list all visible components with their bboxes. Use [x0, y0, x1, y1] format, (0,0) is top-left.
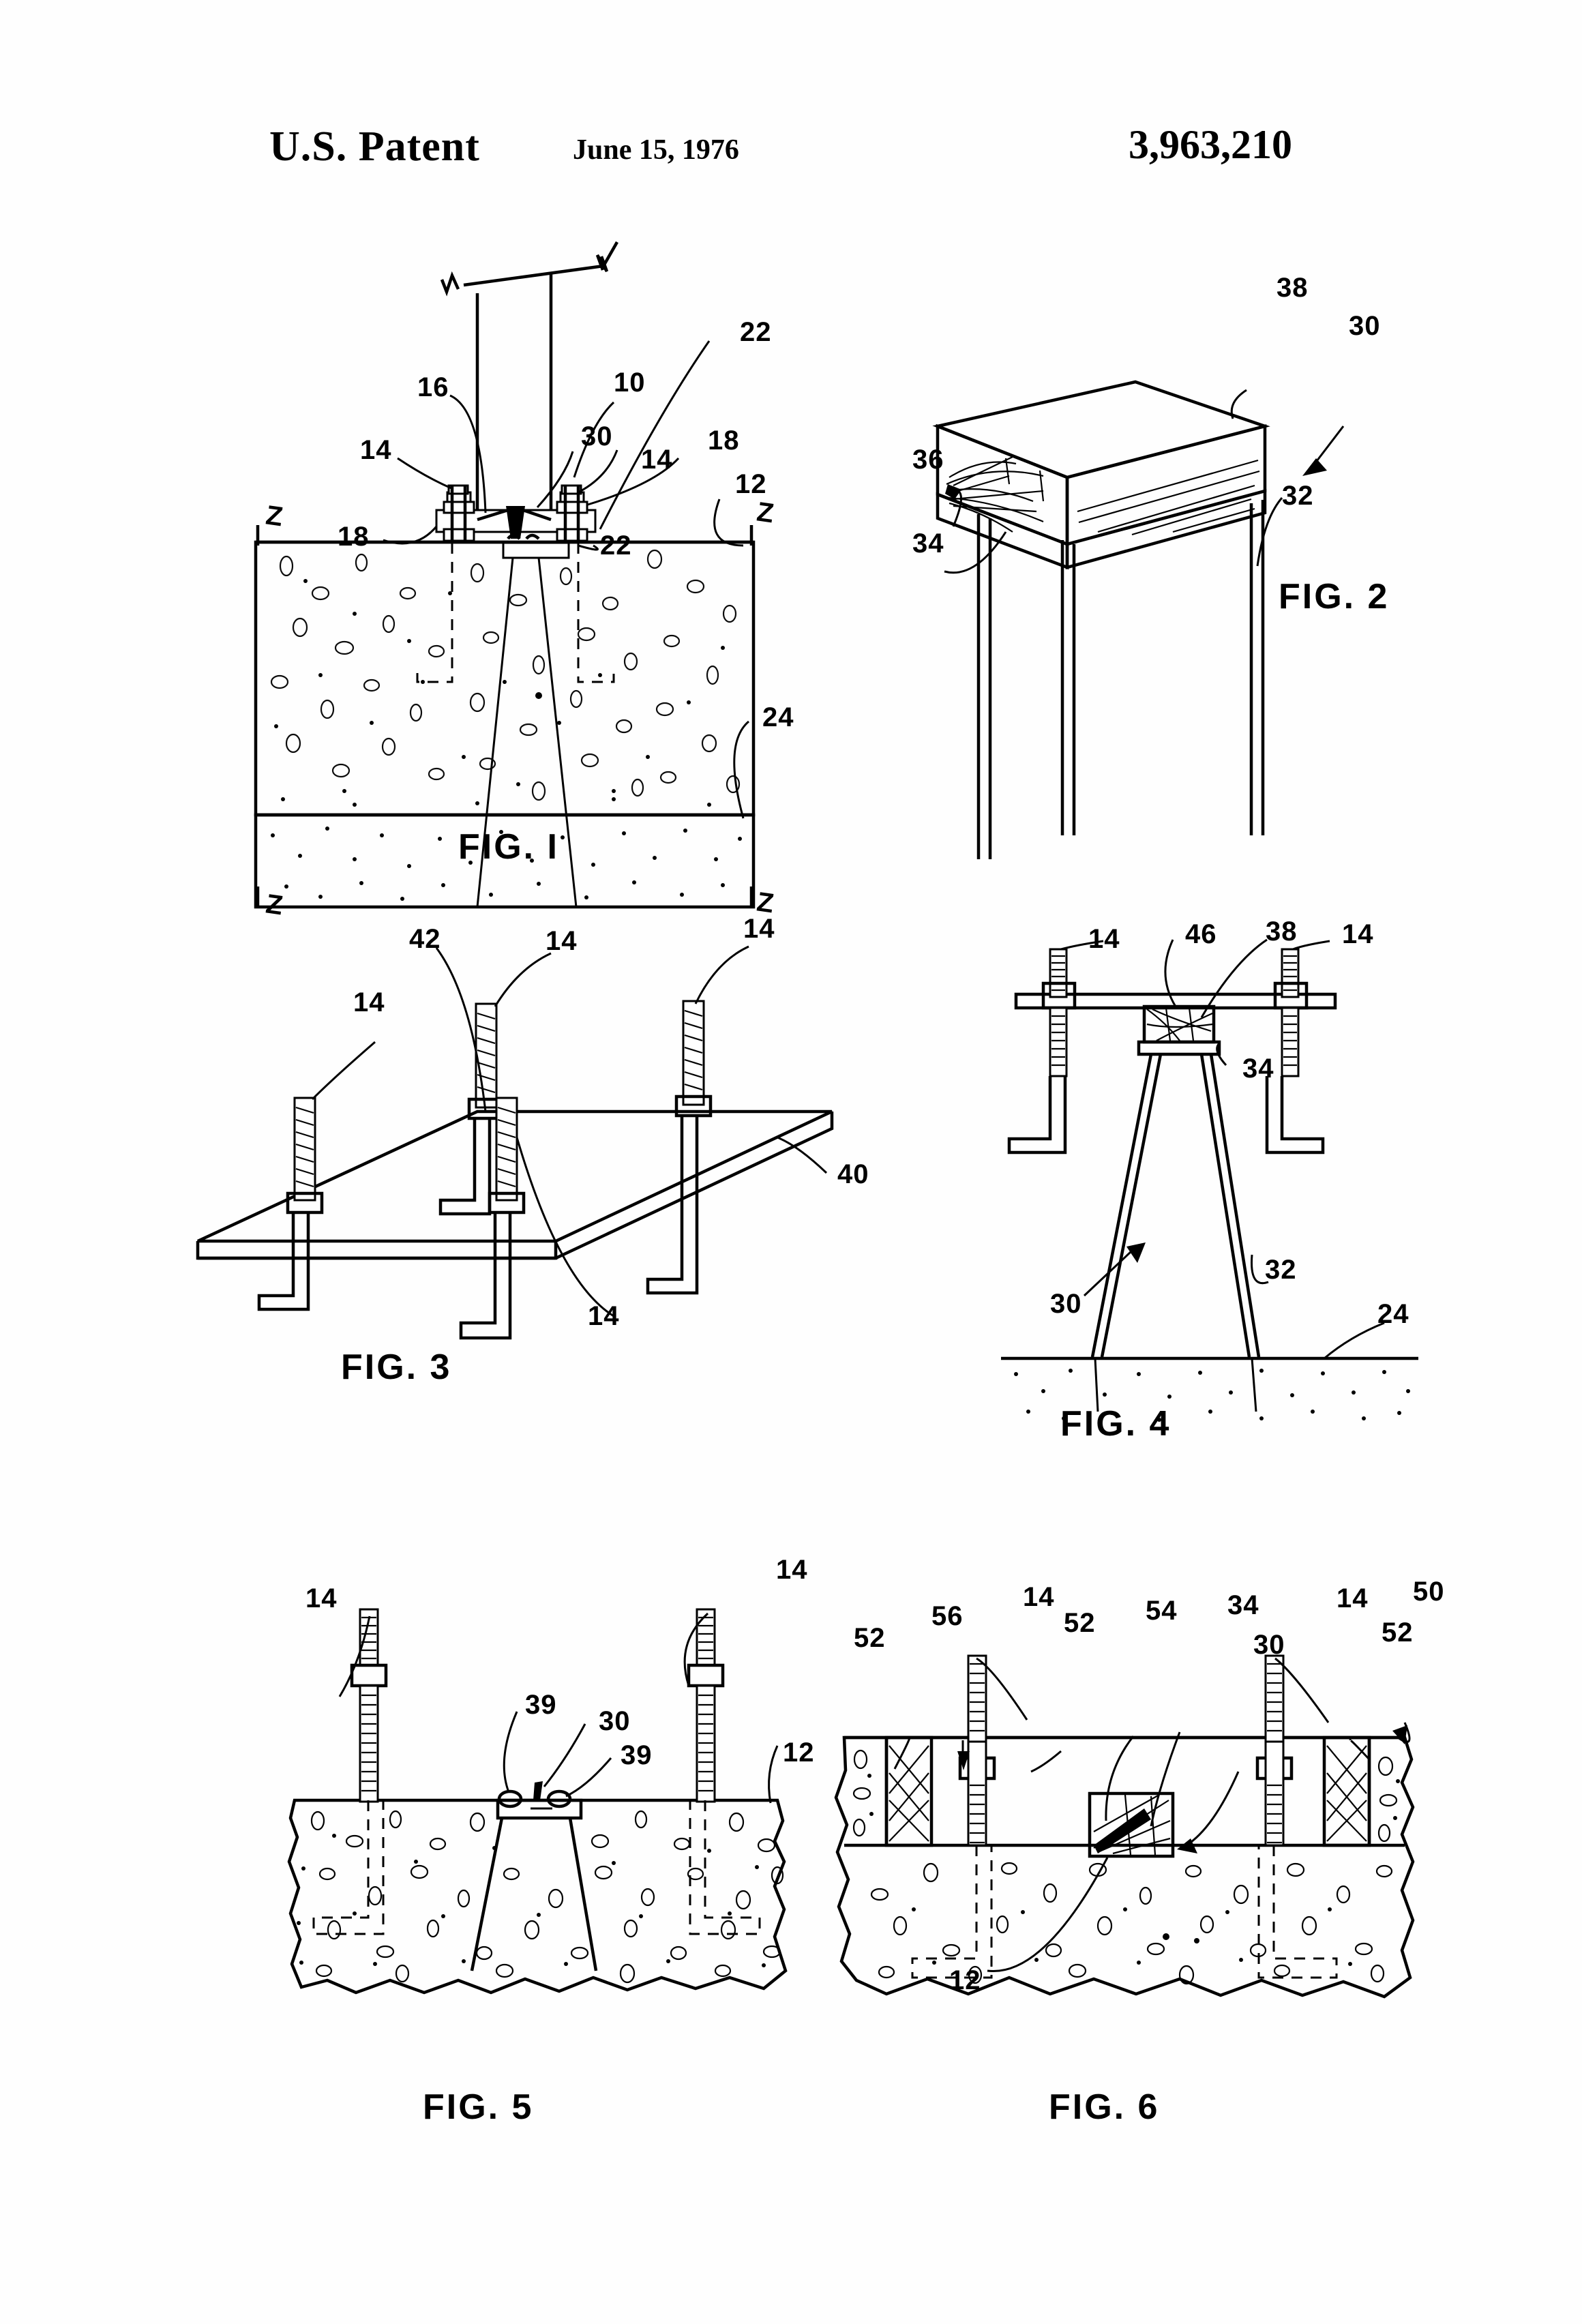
ref-fig4-14a: 14 [1088, 924, 1120, 954]
ref-fig2-34: 34 [912, 528, 944, 558]
ref-fig4-30: 30 [1050, 1289, 1082, 1319]
ref-fig2-38: 38 [1277, 273, 1309, 303]
ref-fig1-14b: 14 [641, 445, 673, 475]
fig5-drawing [287, 1608, 788, 1995]
fig6-caption: FIG. 6 [1049, 2087, 1160, 2127]
ref-fig3-14b: 14 [743, 914, 775, 944]
ref-fig1-30: 30 [581, 421, 613, 451]
ref-fig1-22a: 22 [740, 317, 772, 347]
fig1-caption: FIG. I [458, 827, 559, 867]
ref-fig5-14a: 14 [305, 1583, 338, 1613]
ref-fig4-32: 32 [1265, 1255, 1297, 1285]
ref-fig1-12: 12 [735, 469, 767, 499]
ref-fig5-39b: 39 [621, 1740, 653, 1770]
fig4-caption: FIG. 4 [1060, 1404, 1171, 1444]
ref-fig3-42: 42 [409, 924, 441, 954]
ref-fig6-52a: 52 [854, 1623, 886, 1653]
ref-fig3-14d: 14 [588, 1301, 620, 1331]
ref-fig4-24: 24 [1377, 1299, 1409, 1329]
ref-fig6-30: 30 [1253, 1630, 1285, 1660]
ref-fig1-24: 24 [762, 702, 794, 732]
fig6-drawing [834, 1654, 1415, 1999]
ref-fig1-18a: 18 [708, 426, 740, 456]
ref-fig1-18b: 18 [338, 522, 370, 552]
ref-fig6-52c: 52 [1382, 1618, 1414, 1648]
ref-fig4-34: 34 [1242, 1054, 1274, 1084]
ref-fig2-36: 36 [912, 445, 944, 475]
ref-fig5-39a: 39 [525, 1690, 557, 1720]
ref-fig6-14a: 14 [1023, 1582, 1055, 1612]
fig5-caption: FIG. 5 [423, 2087, 534, 2127]
ref-fig1-14a: 14 [360, 435, 392, 465]
ref-fig4-46: 46 [1185, 919, 1217, 949]
fig3-caption: FIG. 3 [341, 1347, 452, 1387]
ref-fig4-38: 38 [1266, 917, 1298, 947]
ref-fig2-30: 30 [1349, 311, 1381, 341]
ref-fig3-14c: 14 [353, 987, 385, 1017]
ref-fig5-30: 30 [599, 1706, 631, 1736]
ref-fig1-22b: 22 [600, 531, 632, 561]
ref-fig2-32: 32 [1282, 481, 1314, 511]
fig4-drawing [1001, 938, 1418, 1422]
fig3-drawing [196, 945, 834, 1340]
ref-fig5-14b: 14 [776, 1555, 808, 1585]
patent-office-label: U.S. Patent [269, 123, 480, 170]
ref-fig6-50: 50 [1413, 1577, 1445, 1607]
ref-fig1-16: 16 [417, 372, 449, 402]
ref-fig4-14b: 14 [1342, 919, 1374, 949]
ref-fig6-14b: 14 [1337, 1583, 1369, 1613]
patent-number: 3,963,210 [1129, 122, 1292, 167]
fig2-drawing [932, 380, 1345, 859]
ref-fig6-54: 54 [1146, 1596, 1178, 1626]
ref-fig1-10: 10 [614, 368, 646, 398]
ref-fig6-34: 34 [1227, 1590, 1259, 1620]
ref-fig6-52b: 52 [1064, 1608, 1096, 1638]
ref-fig3-14a: 14 [546, 926, 578, 956]
ref-fig6-12: 12 [949, 1965, 981, 1995]
ref-fig5-12: 12 [783, 1738, 815, 1768]
patent-date: June 15, 1976 [573, 134, 739, 166]
ref-fig3-40: 40 [837, 1159, 869, 1189]
ref-fig6-56: 56 [931, 1601, 964, 1631]
fig1-drawing [254, 241, 756, 909]
fig2-caption: FIG. 2 [1279, 577, 1390, 616]
